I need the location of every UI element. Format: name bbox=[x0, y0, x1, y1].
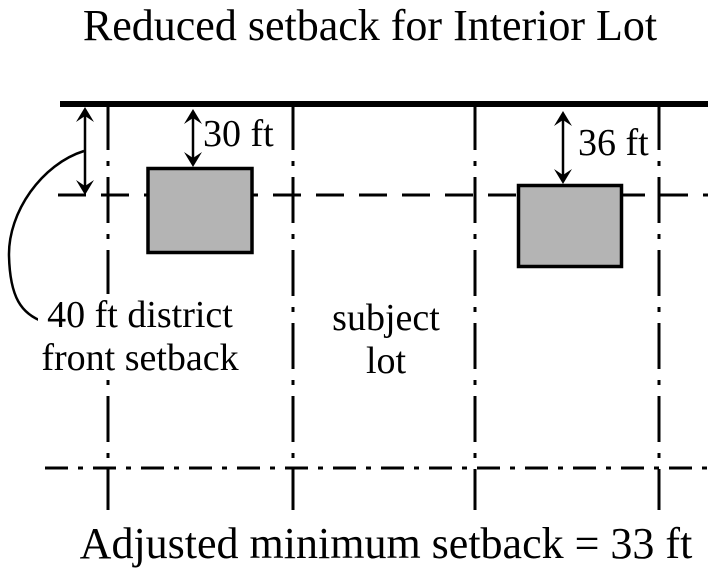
district-setback-arrow bbox=[76, 107, 94, 195]
caption-adjusted-setback: Adjusted minimum setback = 33 ft bbox=[79, 519, 693, 568]
label-subject-lot: subject lot bbox=[306, 297, 466, 383]
arrow-down-head bbox=[554, 169, 572, 184]
district-setback-text-line2: front setback bbox=[41, 337, 239, 379]
label-left-setback: 30 ft bbox=[203, 113, 274, 155]
right-neighbor-building bbox=[516, 183, 624, 269]
diagram-title: Reduced setback for Interior Lot bbox=[82, 1, 658, 50]
leader-curve bbox=[7, 149, 85, 324]
label-district-front-setback: 40 ft district front setback bbox=[38, 294, 242, 380]
left-building-setback-arrow bbox=[184, 109, 202, 167]
arrow-up-head bbox=[184, 109, 202, 124]
subject-lot-text-line2: lot bbox=[365, 340, 407, 382]
right-building-setback-arrow bbox=[554, 111, 572, 184]
arrow-up-head bbox=[76, 107, 94, 122]
arrow-up-head bbox=[554, 111, 572, 126]
arrow-down-head bbox=[76, 180, 94, 195]
district-setback-text-line1: 40 ft district bbox=[47, 294, 233, 336]
arrow-down-head bbox=[184, 152, 202, 167]
subject-lot-text-line1: subject bbox=[332, 297, 440, 339]
left-neighbor-building bbox=[146, 166, 254, 255]
label-right-setback: 36 ft bbox=[578, 122, 649, 164]
